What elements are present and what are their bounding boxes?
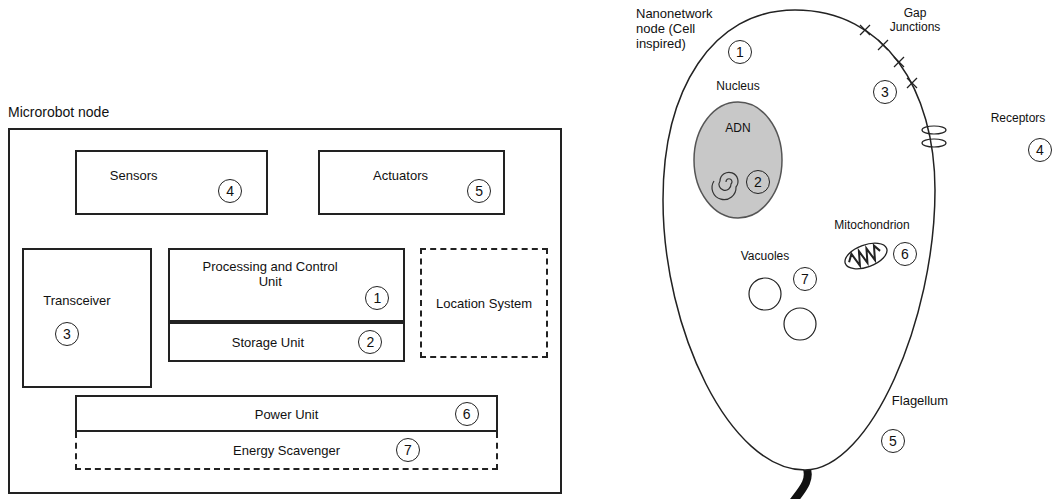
part-label: Receptors [991,111,1046,125]
box-label: Processing and Control Unit [195,259,345,289]
component-box: Storage Unit 2 [168,322,405,362]
vacuole-shape [749,278,781,310]
callout-number: 7 [793,267,817,291]
part-label: Gap Junctions [883,6,947,34]
gap-junction-marks [860,25,917,88]
receptor-shape [922,139,946,147]
nucleus-shape [694,102,782,218]
flagellum-shape [792,466,808,499]
gap-junction [878,40,888,50]
box-label: Storage Unit [232,335,304,350]
cell-membrane [663,10,935,470]
part-label: Mitochondrion [834,218,909,232]
component-box: Actuators 5 [318,150,505,215]
mitochondrion-outline [842,238,891,274]
component-box: Power Unit 6 [75,395,498,432]
part-label: Vacuoles [741,249,789,263]
callout-number: 6 [455,402,479,426]
connector-line [217,215,219,248]
callout-number: 5 [881,429,905,453]
connector-line [505,189,516,248]
connector-line [405,284,420,286]
box-label: Sensors [110,168,158,183]
callout-number: 7 [396,438,420,462]
box-label: Actuators [373,168,428,183]
connector-line [286,362,288,395]
callout-number: 2 [746,170,770,194]
mitochondrion-shape [842,238,891,274]
heading: Microrobot node [8,104,109,121]
connector-line [498,358,516,414]
part-label: ADN [725,121,750,135]
component-box: Transceiver 3 [22,248,152,388]
component-box: Energy Scavenger 7 [75,432,498,470]
dna-spiral [712,172,738,199]
mitochondrion-cristae [847,244,883,268]
callout-number: 2 [358,330,382,354]
gap-junction [860,25,870,35]
box-label: Power Unit [255,406,319,421]
connector-line [152,284,168,286]
callout-number: 3 [873,80,897,104]
connector-line [48,388,75,414]
component-box: Location System [420,248,548,358]
connector-line [48,189,75,248]
box-label: Location System [436,296,532,311]
callout-number: 1 [728,40,752,64]
part-label: Flagellum [892,393,948,408]
node-frame: Microrobot nodeSensors4Actuators5Transce… [8,128,562,494]
callout-number: 6 [893,242,917,266]
part-label: Nucleus [716,79,759,93]
callout-number: 3 [55,322,79,346]
connector-line [361,215,363,248]
callout-number: 5 [467,179,491,203]
component-box: Sensors 4 [75,150,268,215]
receptor-shape [922,126,946,134]
vacuole-shape [784,308,816,340]
callout-number: 4 [1028,138,1052,162]
component-box: Processing and Control Unit 1 [168,248,405,322]
box-label: Energy Scavenger [233,443,340,458]
gap-junction [894,57,904,67]
box-label: Transceiver [43,293,110,308]
callout-number: 4 [218,179,242,203]
heading: Nanonetwork node (Cell inspired) [636,6,732,51]
callout-number: 1 [365,286,389,310]
gap-junction [907,78,917,88]
